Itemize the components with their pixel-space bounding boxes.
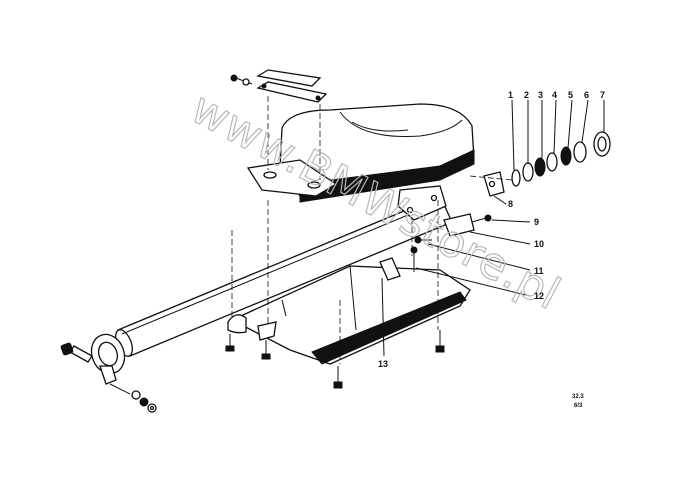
- upper-shroud: [279, 103, 475, 203]
- lower-shroud: [227, 257, 471, 365]
- callout-5: 5: [568, 90, 573, 100]
- bearing-stack: [511, 131, 611, 187]
- callout-7: 7: [600, 90, 605, 100]
- callout-12: 12: [534, 291, 544, 301]
- top-clamp-plate: [230, 69, 328, 103]
- tube-end-clamp: [60, 333, 157, 413]
- callout-2: 2: [524, 90, 529, 100]
- lower-shroud-screws: [225, 330, 445, 389]
- reference-code: 32.3 6/3: [572, 394, 584, 409]
- reference-group: 32.3: [572, 394, 584, 400]
- callout-10: 10: [534, 239, 544, 249]
- callout-8: 8: [508, 199, 513, 209]
- callout-11: 11: [534, 266, 544, 276]
- callout-6: 6: [584, 90, 589, 100]
- reference-page: 6/3: [574, 403, 583, 409]
- callout-3: 3: [538, 90, 543, 100]
- leader-lines: [381, 99, 605, 357]
- assembly-lines: [231, 96, 513, 364]
- mounting-bracket: [246, 159, 447, 221]
- callout-4: 4: [552, 90, 557, 100]
- callout-1: 1: [508, 90, 513, 100]
- callout-labels: 1 2 3 4 5 6 7 8 9 10 11 12 13: [378, 90, 605, 369]
- callout-13: 13: [378, 359, 388, 369]
- callout-9: 9: [534, 217, 539, 227]
